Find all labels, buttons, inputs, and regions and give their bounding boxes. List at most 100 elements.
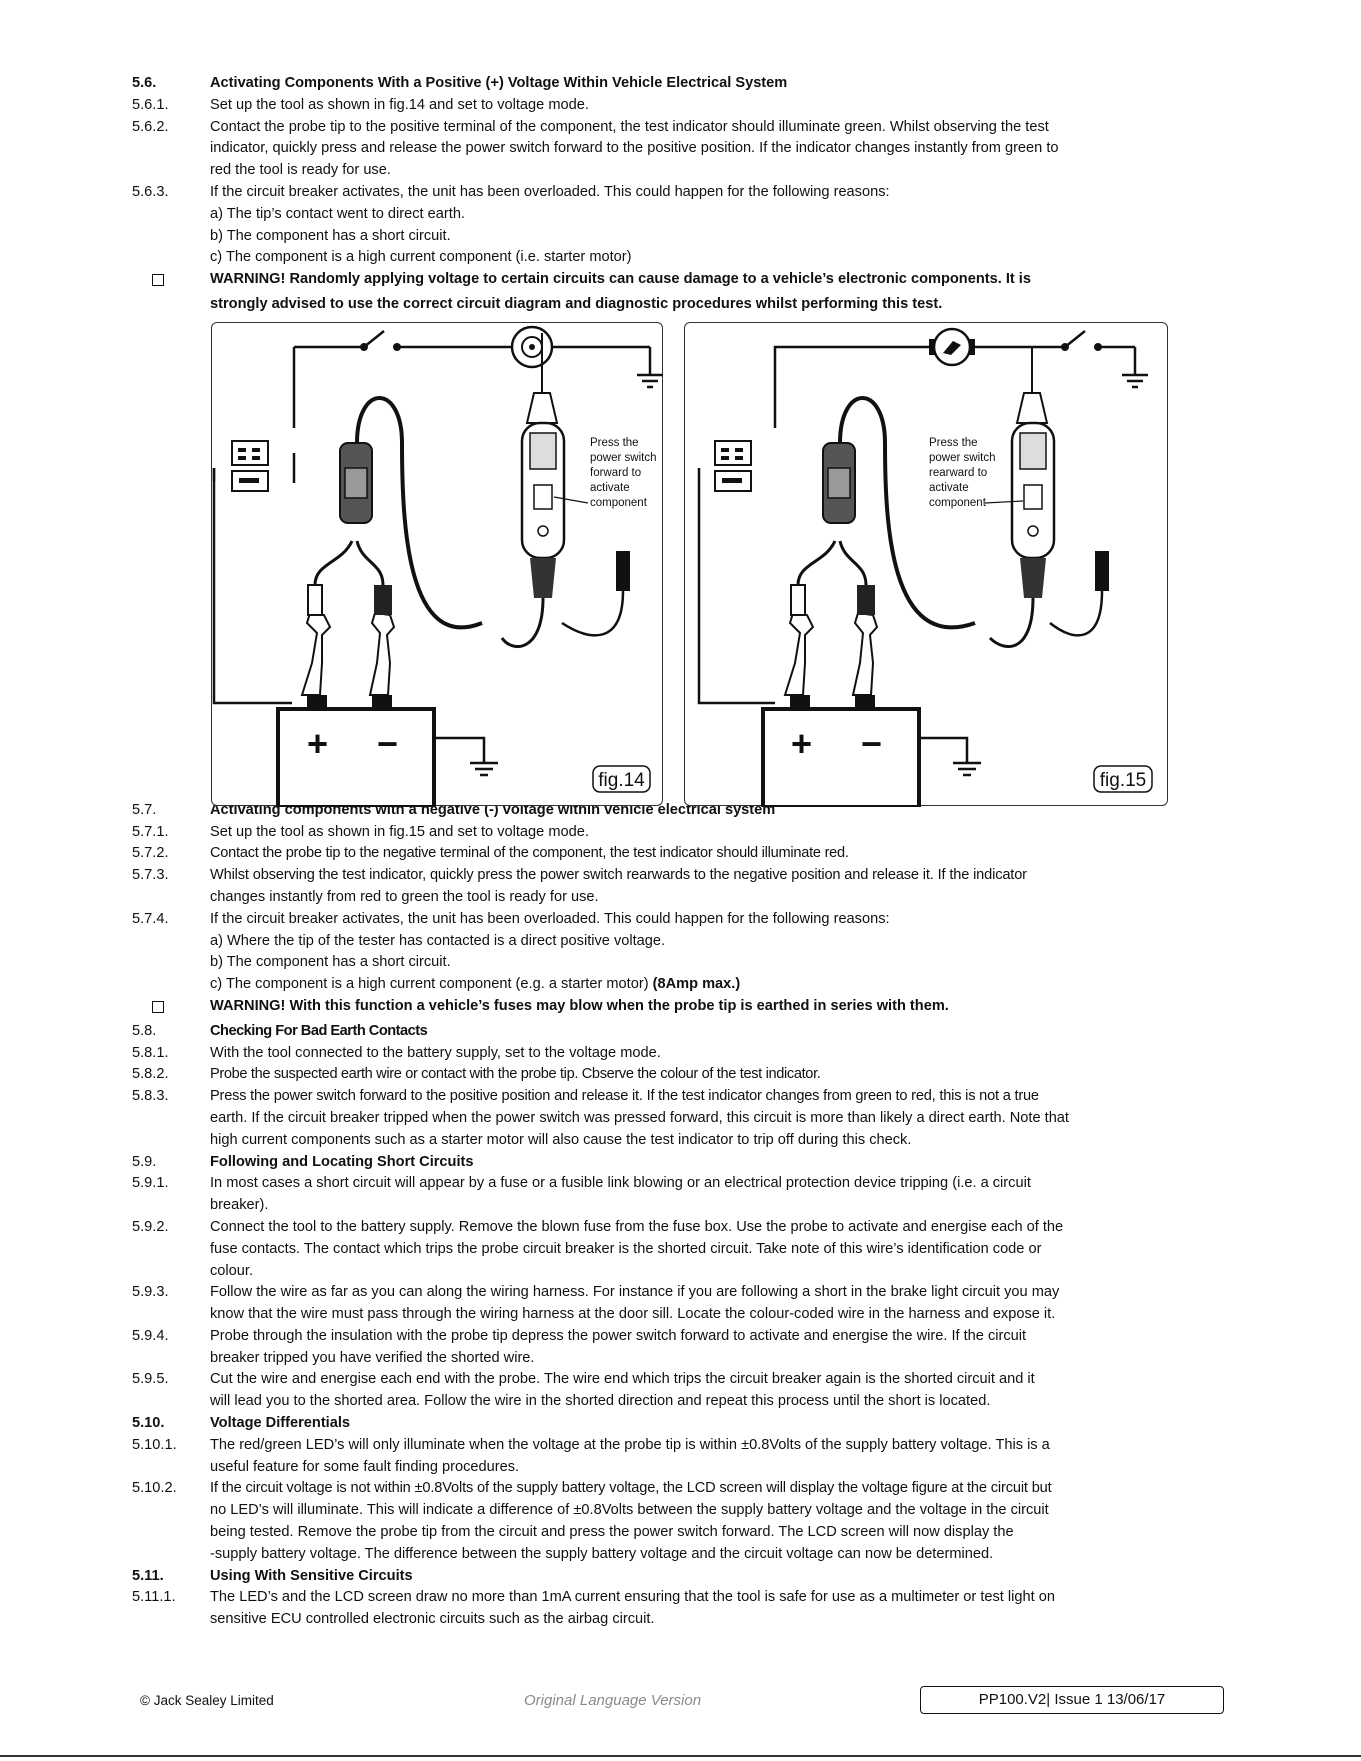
- annotation-line: activate: [929, 482, 969, 494]
- step-text: Set up the tool as shown in fig.15 and s…: [210, 823, 589, 840]
- wiring-diagram-fig15: + −: [697, 327, 1153, 807]
- step-number: 5.7.4.: [132, 910, 169, 927]
- step-line: fuse contacts. The contact which trips t…: [132, 1239, 1232, 1261]
- step: 5.7.3. Whilst observing the test indicat…: [132, 865, 1232, 887]
- battery-minus-label: −: [377, 723, 398, 764]
- step-number: 5.6.2.: [132, 118, 169, 135]
- figure-caption: fig.15: [1100, 770, 1146, 791]
- step: 5.9.2. Connect the tool to the battery s…: [132, 1217, 1232, 1239]
- step-text: fuse contacts. The contact which trips t…: [210, 1240, 1042, 1257]
- document-reference: PP100.V2| Issue 1 13/06/17: [920, 1686, 1224, 1714]
- step-text: If the circuit breaker activates, the un…: [210, 183, 890, 200]
- copyright: © Jack Sealey Limited: [140, 1693, 274, 1708]
- step-number: 5.6.3.: [132, 183, 169, 200]
- step-text: With the tool connected to the battery s…: [210, 1044, 661, 1061]
- annotation-line: component: [929, 497, 987, 509]
- step-text: -supply battery voltage. The difference …: [210, 1545, 994, 1562]
- figures: + −: [211, 322, 1169, 807]
- step-text: The LED’s and the LCD screen draw no mor…: [210, 1589, 1055, 1606]
- annotation-line: forward to: [590, 467, 641, 479]
- checkbox-bullet-icon: [152, 1000, 164, 1013]
- step-text: If the circuit voltage is not within ±0.…: [210, 1480, 1052, 1497]
- step-line: red the tool is ready for use.: [132, 160, 1232, 182]
- step: 5.7.4. If the circuit breaker activates,…: [132, 909, 1232, 931]
- annotation-line: component: [590, 497, 648, 509]
- section-number: 5.8.: [132, 1022, 157, 1039]
- step-text: Probe through the insulation with the pr…: [210, 1327, 1027, 1344]
- step-text: breaker).: [210, 1197, 269, 1214]
- section-title: Activating Components With a Positive (+…: [210, 75, 788, 91]
- step-text: earth. If the circuit breaker tripped wh…: [210, 1109, 1069, 1126]
- step-line: colour.: [132, 1261, 1232, 1283]
- step-text: In most cases a short circuit will appea…: [210, 1175, 1031, 1192]
- step-line: know that the wire must pass through the…: [132, 1304, 1232, 1326]
- step-text: breaker tripped you have verified the sh…: [210, 1349, 535, 1366]
- step-text: Connect the tool to the battery supply. …: [210, 1218, 1064, 1235]
- section-heading: 5.11. Using With Sensitive Circuits: [132, 1566, 1232, 1588]
- warning-text: strongly advised to use the correct circ…: [210, 295, 943, 312]
- step-text-plain: c) The component is a high current compo…: [210, 976, 653, 993]
- step-text: useful feature for some fault finding pr…: [210, 1458, 520, 1475]
- step-text: Set up the tool as shown in fig.14 and s…: [210, 96, 589, 113]
- step: 5.10.2. If the circuit voltage is not wi…: [132, 1478, 1232, 1500]
- section-title: Following and Locating Short Circuits: [210, 1153, 474, 1170]
- step-text-bold: (8Amp max.): [652, 976, 741, 993]
- warning-text: WARNING! Randomly applying voltage to ce…: [210, 271, 1031, 288]
- warning-text: WARNING! With this function a vehicle’s …: [210, 997, 949, 1014]
- step-text: Cut the wire and energise each end with …: [210, 1371, 1035, 1388]
- step-number: 5.9.4.: [132, 1327, 169, 1344]
- figure-15: + −: [684, 322, 1168, 807]
- step: 5.11.1. The LED’s and the LCD screen dra…: [132, 1587, 1232, 1609]
- step: 5.10.1. The red/green LED’s will only il…: [132, 1435, 1232, 1457]
- step-text: If the circuit breaker activates, the un…: [210, 910, 890, 927]
- section-number: 5.6.: [132, 75, 157, 91]
- step-number: 5.9.1.: [132, 1175, 169, 1192]
- step-line: indicator, quickly press and release the…: [132, 138, 1232, 160]
- figure-14: + −: [211, 322, 663, 807]
- section-number: 5.10.: [132, 1415, 165, 1432]
- step-text: changes instantly from red to green the …: [210, 888, 599, 905]
- step-number: 5.10.1.: [132, 1436, 177, 1453]
- step-number: 5.11.1.: [132, 1589, 176, 1606]
- warning: WARNING! With this function a vehicle’s …: [132, 996, 1232, 1021]
- annotation-line: Press the: [590, 437, 639, 449]
- battery-plus-label: +: [307, 723, 328, 764]
- step: 5.6.2. Contact the probe tip to the posi…: [132, 117, 1232, 139]
- step-line: -supply battery voltage. The difference …: [132, 1544, 1232, 1566]
- annotation-line: Press the: [929, 437, 978, 449]
- step: 5.9.3. Follow the wire as far as you can…: [132, 1282, 1232, 1304]
- step-line: changes instantly from red to green the …: [132, 887, 1232, 909]
- step-line: high current components such as a starte…: [132, 1130, 1232, 1152]
- warning-line: strongly advised to use the correct circ…: [132, 294, 1232, 316]
- section-heading: 5.10. Voltage Differentials: [132, 1413, 1232, 1435]
- annotation-line: power switch: [590, 452, 656, 464]
- step: 5.9.4. Probe through the insulation with…: [132, 1326, 1232, 1348]
- step-text: know that the wire must pass through the…: [210, 1306, 1056, 1323]
- step-text: c) The component is a high current compo…: [210, 249, 632, 266]
- step-text: colour.: [210, 1262, 253, 1279]
- step-text: Contact the probe tip to the positive te…: [210, 118, 1049, 135]
- annotation-line: power switch: [929, 452, 995, 464]
- checkbox-bullet-icon: [152, 274, 164, 287]
- section-heading: 5.9. Following and Locating Short Circui…: [132, 1152, 1232, 1174]
- section-number: 5.11.: [132, 1567, 164, 1584]
- warning: WARNING! Randomly applying voltage to ce…: [132, 269, 1232, 294]
- section-title: Using With Sensitive Circuits: [210, 1567, 413, 1584]
- step-text: Follow the wire as far as you can along …: [210, 1284, 1060, 1301]
- step-text: indicator, quickly press and release the…: [210, 140, 1059, 157]
- step-line: no LED’s will illuminate. This will indi…: [132, 1500, 1232, 1522]
- step-line: breaker).: [132, 1195, 1232, 1217]
- step-line: earth. If the circuit breaker tripped wh…: [132, 1108, 1232, 1130]
- annotation-line: activate: [590, 482, 630, 494]
- step: 5.7.2. Contact the probe tip to the nega…: [132, 843, 1232, 865]
- step-text: being tested. Remove the probe tip from …: [210, 1524, 1014, 1541]
- step-text: Press the power switch forward to the po…: [210, 1088, 1039, 1105]
- step-number: 5.9.3.: [132, 1284, 169, 1301]
- step-text: a) Where the tip of the tester has conta…: [210, 932, 666, 949]
- step-number: 5.8.1.: [132, 1044, 169, 1061]
- instruction-text: 5.6. Activating Components With a Positi…: [132, 73, 1232, 1631]
- battery-minus-label: −: [861, 723, 882, 764]
- step-text: b) The component has a short circuit.: [210, 954, 451, 971]
- step-text: high current components such as a starte…: [210, 1131, 912, 1148]
